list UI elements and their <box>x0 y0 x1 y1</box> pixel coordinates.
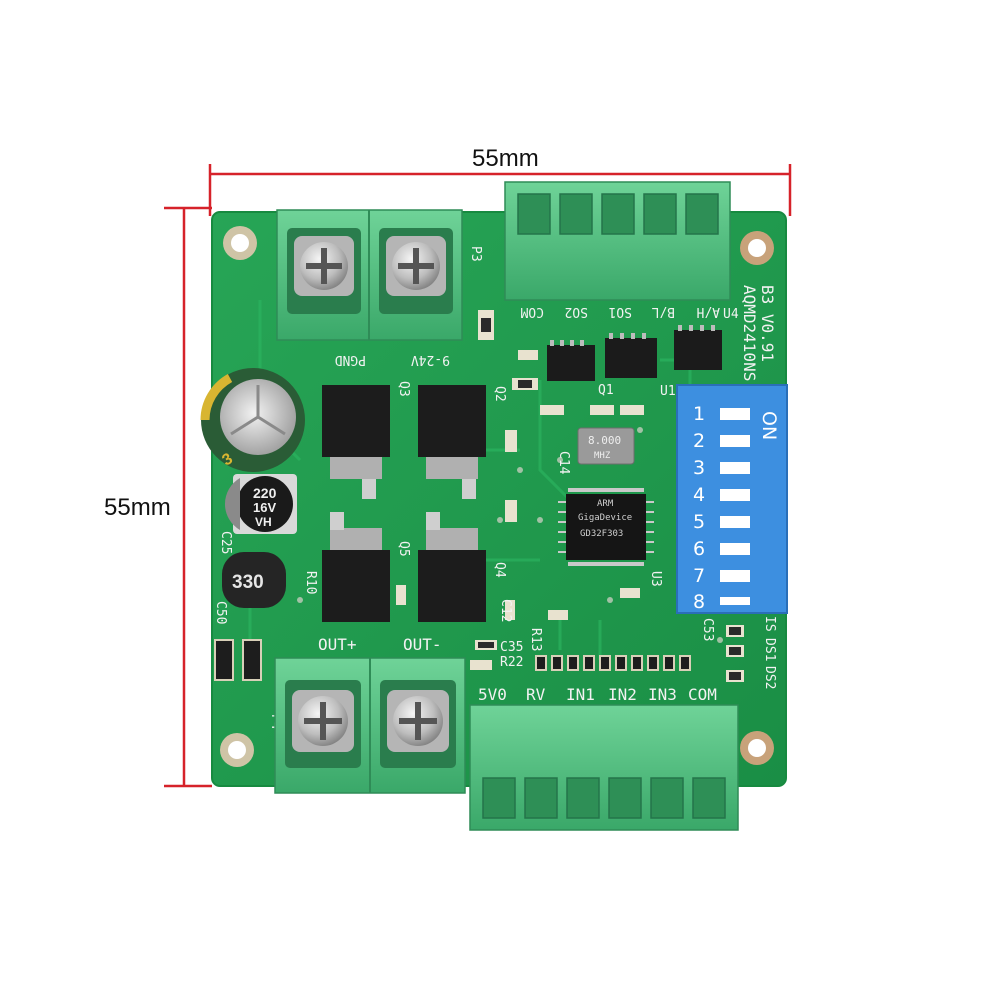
screw-icon[interactable] <box>386 236 446 296</box>
led-label-ds1: DS1 <box>762 638 777 661</box>
io-label-rv: RV <box>526 685 546 704</box>
dip-number-1: 1 <box>693 403 705 425</box>
io-label-com: COM <box>688 685 717 704</box>
mcu-part: GD32F303 <box>580 529 623 539</box>
led-label-is: IS <box>762 616 777 632</box>
dip-number-4: 4 <box>693 484 705 506</box>
ref-r13: R13 <box>528 628 543 651</box>
dip-on-label: ON <box>758 411 780 440</box>
ref-q3: Q3 <box>396 381 411 397</box>
width-dimension: 55mm <box>208 145 792 216</box>
mosfet-q3 <box>322 385 390 499</box>
cap-value-3: VH <box>255 515 272 529</box>
ref-c14: C14 <box>556 451 571 475</box>
comm-label-4: SO2 <box>565 304 588 319</box>
ground-label: PGND <box>335 352 366 367</box>
smd-components <box>214 310 744 682</box>
io-label-in2: IN2 <box>608 685 637 704</box>
ref-r22: R22 <box>500 655 523 670</box>
dip-switch[interactable]: ON 1 2 3 4 5 6 7 8 <box>676 384 788 614</box>
led-label-ds2: DS2 <box>762 666 777 689</box>
mcu-brand: GigaDevice <box>578 513 632 523</box>
ref-c25: C25 <box>218 531 233 554</box>
mosfet-q5 <box>322 512 390 622</box>
ref-c12: C12 <box>498 599 513 622</box>
board-revision: B3 V0.91 <box>758 285 777 362</box>
ref-u3: U3 <box>648 571 663 587</box>
cap-value-1: 220 <box>253 485 277 501</box>
power-connector-ref: P3 <box>468 246 483 262</box>
inductor: 330 <box>222 552 286 608</box>
mcu-chip: GigaDevice GD32F303 ARM <box>558 488 654 566</box>
ref-q1: Q1 <box>598 383 614 398</box>
dip-switch-levers[interactable] <box>720 408 750 605</box>
io-header-labels: 5V0 RV IN1 IN2 IN3 COM <box>478 685 717 704</box>
cap-value-2: 16V <box>253 500 276 515</box>
power-terminal-block[interactable] <box>276 209 463 341</box>
mcu-arch: ARM <box>597 499 614 509</box>
out-minus-label: OUT- <box>403 635 442 654</box>
ic-chip <box>547 325 722 381</box>
dip-number-6: 6 <box>693 538 705 560</box>
out-plus-label: OUT+ <box>318 635 357 654</box>
ref-u4: U4 <box>723 307 739 322</box>
io-label-5v0: 5V0 <box>478 685 507 704</box>
smd-capacitor: 220 16V VH <box>224 474 297 534</box>
mosfet-q2 <box>418 385 486 499</box>
ref-r10: R10 <box>303 571 318 594</box>
ref-u1: U1 <box>660 384 676 399</box>
io-label-in1: IN1 <box>566 685 595 704</box>
ref-c53: C53 <box>700 618 715 641</box>
mosfet-q4 <box>418 512 486 622</box>
dip-number-5: 5 <box>693 511 705 533</box>
ref-c50: C50 <box>213 601 228 624</box>
screw-icon[interactable] <box>294 236 354 296</box>
height-dimension: 55mm <box>104 206 212 788</box>
io-label-in3: IN3 <box>648 685 677 704</box>
output-terminal-block[interactable] <box>274 657 466 794</box>
board-model: AQMD2410NS <box>740 285 759 381</box>
ref-q5: Q5 <box>396 541 411 557</box>
dip-number-8: 8 <box>693 591 705 613</box>
crystal-frequency: 8.000 <box>588 434 621 447</box>
screw-icon[interactable] <box>292 690 354 752</box>
mounting-hole-icon <box>220 226 774 767</box>
dip-number-3: 3 <box>693 457 705 479</box>
ref-q4: Q4 <box>492 562 507 578</box>
crystal-unit: MHZ <box>594 451 611 461</box>
ref-c35: C35 <box>500 640 523 655</box>
dip-number-2: 2 <box>693 430 705 452</box>
ref-q2: Q2 <box>492 386 507 402</box>
inductor-value: 330 <box>232 572 264 593</box>
crystal-oscillator: 8.000 MHZ <box>577 427 635 465</box>
electrolytic-capacitor: 3 <box>200 368 305 472</box>
screw-icon[interactable] <box>387 690 449 752</box>
comm-header-labels: A/H B/L SO1 SO2 COM <box>520 304 720 319</box>
io-terminal-header[interactable] <box>469 704 739 831</box>
dip-number-7: 7 <box>693 565 705 587</box>
comm-label-2: B/L <box>651 304 675 319</box>
width-label: 55mm <box>472 145 539 172</box>
comm-label-5: COM <box>520 304 544 319</box>
comm-label-3: SO1 <box>609 304 632 319</box>
height-label: 55mm <box>104 494 171 521</box>
power-label: 9-24V <box>411 352 450 367</box>
comm-terminal-header[interactable] <box>504 181 731 301</box>
comm-label-1: A/H <box>697 304 720 319</box>
